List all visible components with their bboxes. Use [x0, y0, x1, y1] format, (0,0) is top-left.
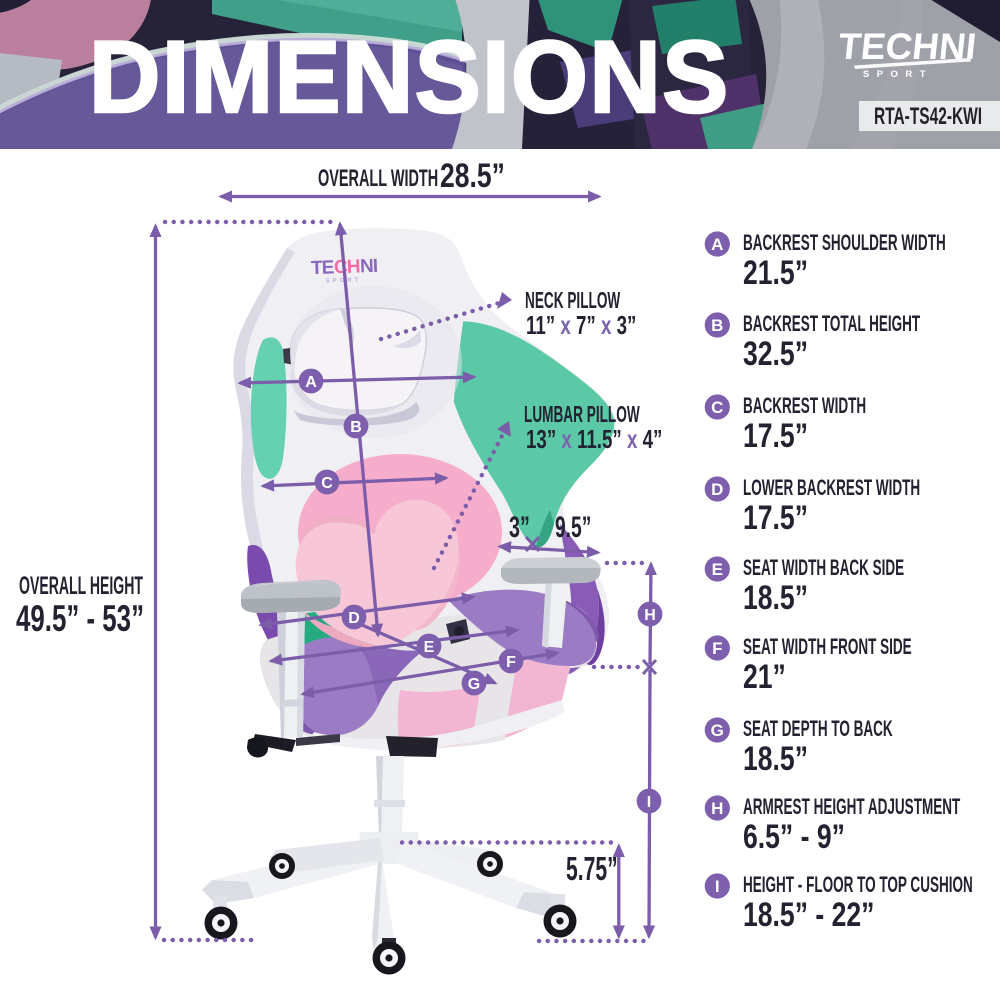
svg-text:I: I [647, 794, 651, 811]
svg-text:G: G [711, 721, 724, 740]
svg-text:D: D [711, 480, 723, 499]
svg-text:A: A [305, 374, 317, 391]
svg-text:I: I [715, 877, 720, 896]
svg-text:B: B [350, 419, 362, 436]
svg-text:G: G [468, 676, 480, 693]
svg-text:C: C [321, 475, 333, 492]
svg-text:E: E [712, 560, 723, 579]
svg-text:B: B [711, 316, 723, 335]
svg-text:D: D [348, 610, 360, 627]
svg-text:H: H [644, 607, 656, 624]
svg-text:H: H [711, 799, 723, 818]
svg-text:A: A [711, 235, 723, 254]
svg-text:C: C [711, 398, 723, 417]
svg-text:TE: TE [311, 257, 334, 279]
svg-text:F: F [506, 654, 516, 671]
svg-text:SPORT: SPORT [863, 69, 933, 80]
svg-text:E: E [424, 639, 435, 656]
svg-text:F: F [712, 639, 722, 658]
